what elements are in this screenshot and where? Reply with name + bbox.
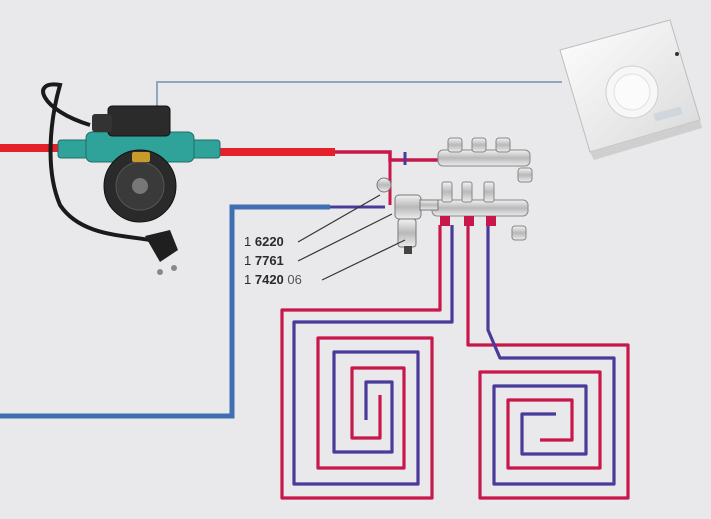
part-label-1-code: 6220 bbox=[254, 234, 284, 249]
return-pipe bbox=[0, 204, 330, 419]
part-label-1: 1 6220 bbox=[244, 234, 284, 249]
heating-loop-right-red bbox=[466, 225, 630, 500]
mixing-valve bbox=[376, 177, 439, 254]
part-label-2: 1 7761 bbox=[244, 253, 284, 268]
part-label-1-prefix: 1 bbox=[244, 234, 252, 249]
leader-line-1 bbox=[297, 194, 381, 243]
part-label-3-suffix: 06 bbox=[287, 272, 302, 287]
part-label-2-prefix: 1 bbox=[244, 253, 252, 268]
hot-supply-pipe bbox=[335, 150, 440, 162]
leader-line-3 bbox=[321, 239, 406, 281]
part-label-2-code: 7761 bbox=[254, 253, 284, 268]
part-label-3-prefix: 1 bbox=[244, 272, 252, 287]
circulation-pump bbox=[41, 82, 221, 275]
supply-manifold bbox=[437, 137, 533, 183]
part-label-3: 1 7420 06 bbox=[244, 272, 302, 287]
heating-loop-left-blue bbox=[292, 225, 454, 486]
heating-loop-left-red bbox=[280, 225, 442, 500]
room-thermostat bbox=[559, 19, 702, 160]
return-manifold bbox=[431, 181, 529, 241]
heating-loop-right-blue bbox=[486, 225, 616, 486]
leader-line-2 bbox=[297, 213, 393, 262]
part-label-3-code: 7420 bbox=[254, 272, 284, 287]
thermostat-wire bbox=[156, 81, 562, 108]
